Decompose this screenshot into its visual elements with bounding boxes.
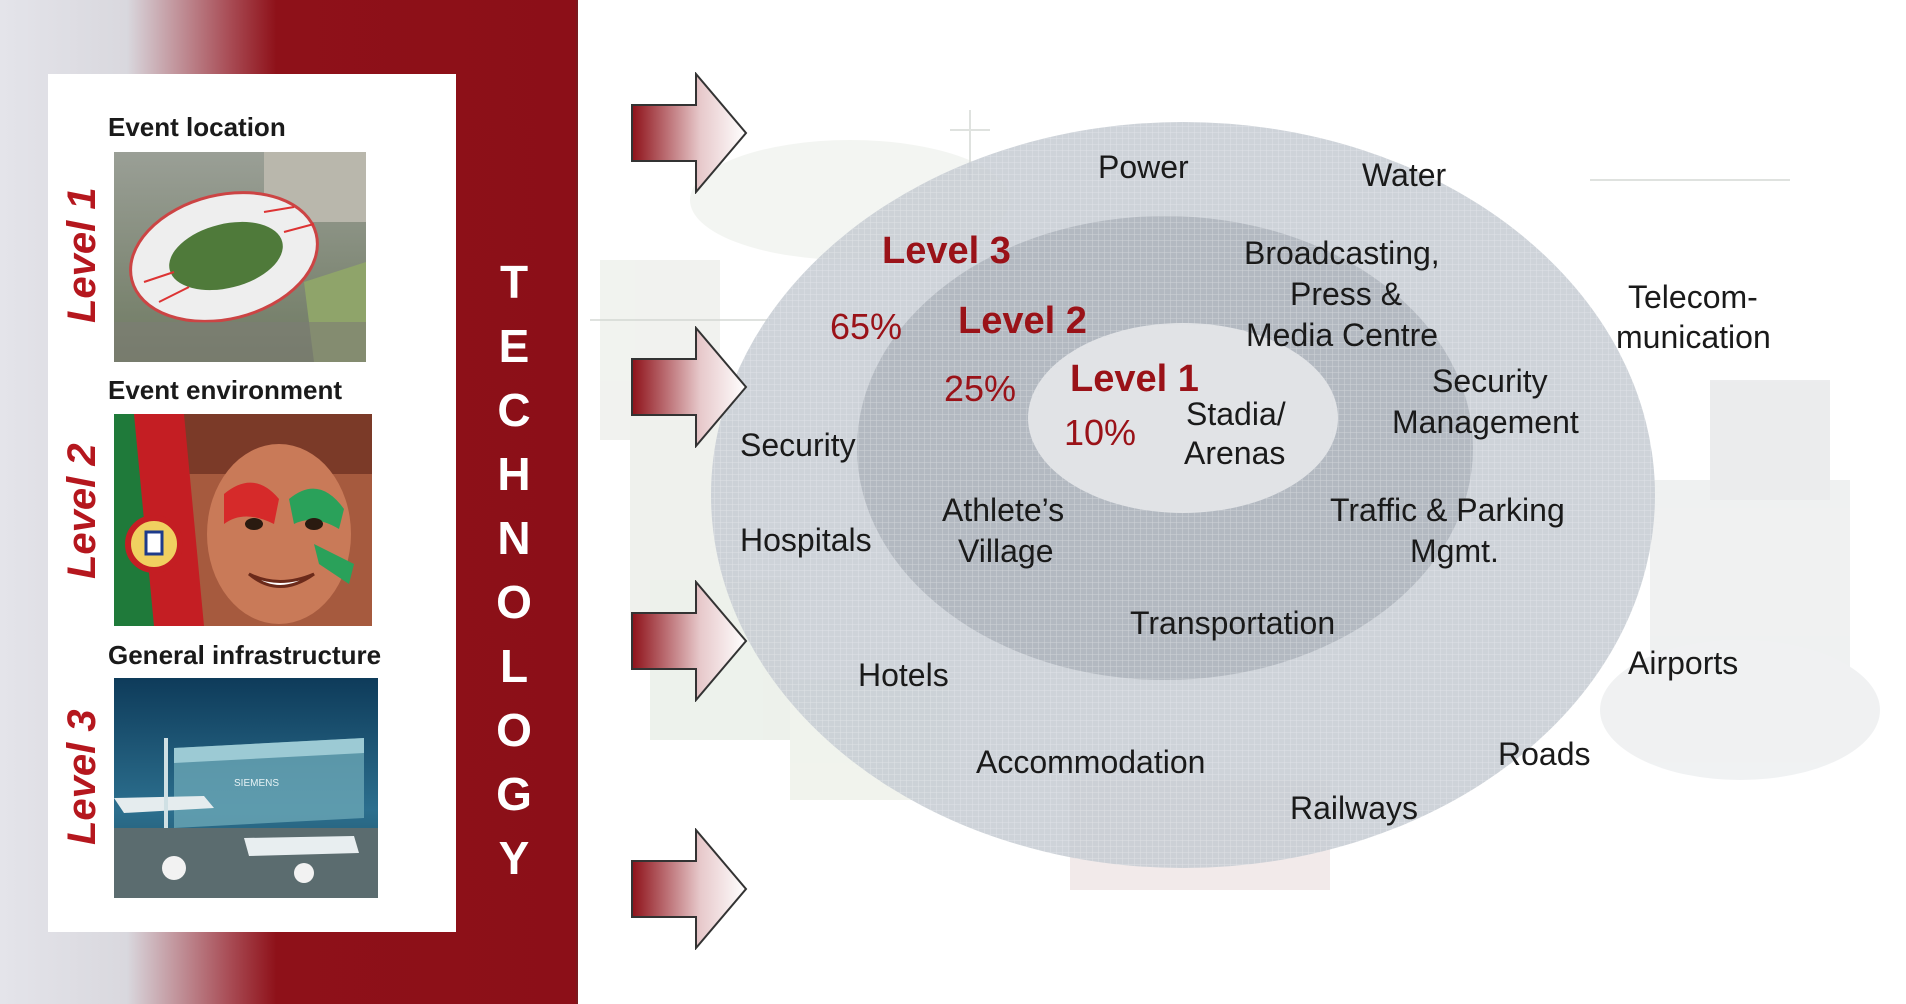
stadium-photo xyxy=(114,152,366,362)
arrow-right-icon xyxy=(631,72,748,194)
label-railways: Railways xyxy=(1290,790,1419,826)
label-power: Power xyxy=(1098,149,1189,185)
technology-letter: C xyxy=(497,384,531,436)
airport-photo: SIEMENS xyxy=(114,678,378,898)
fan-face-photo xyxy=(114,414,372,626)
svg-text:SIEMENS: SIEMENS xyxy=(234,778,279,789)
level-label-1: Level 1 xyxy=(60,187,104,323)
label-accommodation: Accommodation xyxy=(976,744,1206,780)
technology-letter: T xyxy=(499,256,529,308)
section-title-event-location: Event location xyxy=(108,112,286,142)
label-telecom-1: Telecom- xyxy=(1628,279,1758,315)
label-security: Security xyxy=(740,427,856,463)
label-stadia-2: Arenas xyxy=(1184,435,1286,471)
label-athlete-2: Village xyxy=(958,533,1054,569)
label-airports: Airports xyxy=(1628,645,1739,681)
diagram-level3-percent: 65% xyxy=(830,306,903,347)
diagram-level1-percent: 10% xyxy=(1064,412,1137,453)
label-telecom-2: munication xyxy=(1616,319,1771,355)
diagram-level1-label: Level 1 xyxy=(1070,358,1199,400)
level-label-3: Level 3 xyxy=(60,709,104,845)
label-broadcasting-1: Broadcasting, xyxy=(1244,235,1440,271)
label-athlete-1: Athlete’s xyxy=(942,492,1065,528)
section-title-event-environment: Event environment xyxy=(108,375,343,405)
label-hospitals: Hospitals xyxy=(740,522,872,558)
label-stadia-1: Stadia/ xyxy=(1186,396,1286,432)
label-water: Water xyxy=(1362,157,1447,193)
label-security-mgmt-2: Management xyxy=(1392,404,1579,440)
label-hotels: Hotels xyxy=(858,657,949,693)
technology-letter: G xyxy=(496,768,532,820)
technology-letter: L xyxy=(499,640,529,692)
technology-letter: H xyxy=(497,448,531,500)
label-traffic-2: Mgmt. xyxy=(1410,533,1499,569)
technology-letter: O xyxy=(496,576,532,628)
technology-letter: Y xyxy=(498,832,530,884)
technology-letter: E xyxy=(498,320,530,372)
diagram-level2-label: Level 2 xyxy=(958,300,1087,342)
label-broadcasting-2: Press & xyxy=(1290,276,1403,312)
label-transportation: Transportation xyxy=(1130,605,1336,641)
label-broadcasting-3: Media Centre xyxy=(1246,317,1439,353)
diagram-level3-label: Level 3 xyxy=(882,230,1011,272)
level-label-2: Level 2 xyxy=(60,443,104,579)
arrow-right-icon xyxy=(631,828,748,950)
background-cityscape xyxy=(590,100,1880,890)
label-security-mgmt-1: Security xyxy=(1432,363,1548,399)
technology-letter: N xyxy=(497,512,531,564)
arrow-right-icon xyxy=(631,580,748,702)
section-title-general-infrastructure: General infrastructure xyxy=(108,640,382,670)
technology-letter: O xyxy=(496,704,532,756)
arrow-right-icon xyxy=(631,326,748,448)
label-traffic-1: Traffic & Parking xyxy=(1330,492,1565,528)
label-roads: Roads xyxy=(1498,736,1591,772)
diagram-level2-percent: 25% xyxy=(944,368,1017,409)
